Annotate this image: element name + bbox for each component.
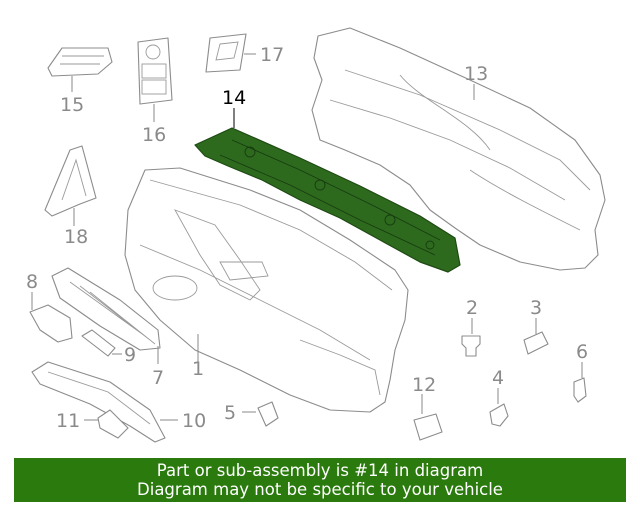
part-14-reinforcement xyxy=(194,127,461,273)
callout-3: 3 xyxy=(530,297,542,319)
callout-5: 5 xyxy=(224,402,236,424)
banner-line-1: Part or sub-assembly is #14 in diagram xyxy=(156,461,484,480)
callout-18: 18 xyxy=(64,226,88,248)
disclaimer-banner: Part or sub-assembly is #14 in diagram D… xyxy=(14,458,626,502)
callout-8: 8 xyxy=(26,271,38,293)
callout-10: 10 xyxy=(182,410,206,432)
callout-17: 17 xyxy=(260,44,284,66)
part-13-insulation xyxy=(311,27,606,271)
leader-lines xyxy=(31,53,583,421)
part-3-clip xyxy=(523,331,549,355)
callout-1: 1 xyxy=(192,358,204,380)
callout-14: 14 xyxy=(222,87,246,109)
part-16-window-switch-panel xyxy=(137,37,173,105)
part-4-fastener xyxy=(489,403,509,427)
part-7-carrier xyxy=(51,267,161,351)
part-5-clip xyxy=(257,401,279,427)
part-12-bracket xyxy=(413,413,443,441)
part-2-pin xyxy=(461,335,481,357)
callout-2: 2 xyxy=(466,297,478,319)
callout-6: 6 xyxy=(576,341,588,363)
callout-12: 12 xyxy=(412,374,436,396)
callout-13: 13 xyxy=(464,63,488,85)
part-17-cover xyxy=(205,33,247,73)
parts-diagram: 1 2 3 4 5 6 7 8 9 10 11 12 13 14 15 16 1… xyxy=(26,27,606,443)
part-1-door-trim-panel xyxy=(124,167,409,413)
part-6-plug xyxy=(573,377,587,403)
callout-15: 15 xyxy=(60,94,84,116)
banner-line-2: Diagram may not be specific to your vehi… xyxy=(137,480,503,499)
callout-labels: 1 2 3 4 5 6 7 8 9 10 11 12 13 14 15 16 1… xyxy=(26,44,588,432)
part-15-switch xyxy=(47,47,113,77)
callout-7: 7 xyxy=(152,367,164,389)
part-18-mirror-triangle xyxy=(44,145,97,217)
callout-4: 4 xyxy=(492,367,504,389)
part-11-clip xyxy=(97,409,129,439)
callout-16: 16 xyxy=(142,124,166,146)
callout-11: 11 xyxy=(56,410,80,432)
part-8-bracket xyxy=(29,304,73,343)
callout-9: 9 xyxy=(124,344,136,366)
part-10-trim-strip xyxy=(31,361,166,443)
part-9-pad xyxy=(81,329,116,357)
